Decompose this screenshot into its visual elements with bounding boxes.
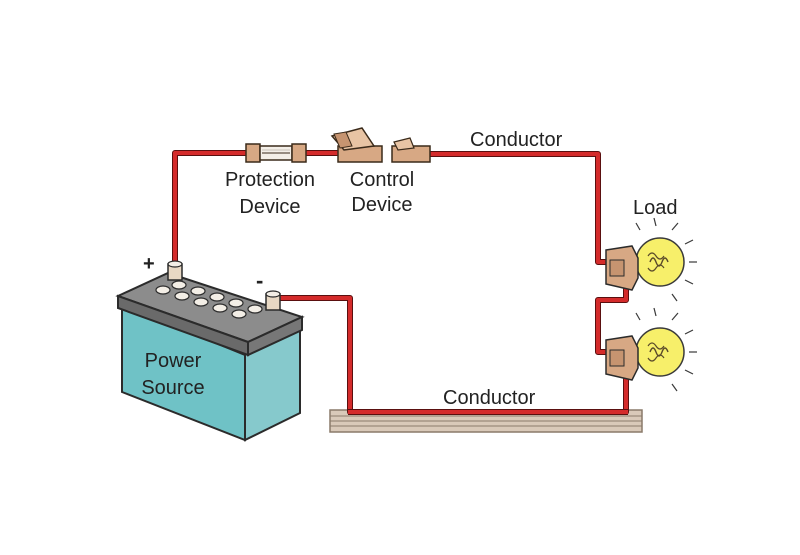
negative-sign: - [256,268,263,293]
light-bulb-icon [605,307,697,392]
protection-device-label-line2: Device [239,196,300,218]
fuse-icon [245,143,307,163]
positive-terminal [167,260,183,281]
conductor-bottom-label: Conductor [443,387,536,409]
wire-bulb-bottom [608,378,629,415]
knife-switch-icon [330,127,431,163]
conductor-top-label: Conductor [470,129,563,151]
wires [172,150,629,415]
load-label: Load [633,197,678,219]
control-device-label-line2: Device [351,194,412,216]
battery-icon [115,260,305,442]
base-plank [329,409,643,433]
protection-device-label-line1: Protection [225,169,315,191]
positive-sign: + [143,253,155,275]
power-source-label-line1: Power [145,350,202,372]
power-source-label-line2: Source [141,377,204,399]
control-device-label-line1: Control [350,169,414,191]
light-bulb-icon [605,217,697,302]
negative-terminal [265,290,281,311]
wire-top-conductor [428,151,606,265]
